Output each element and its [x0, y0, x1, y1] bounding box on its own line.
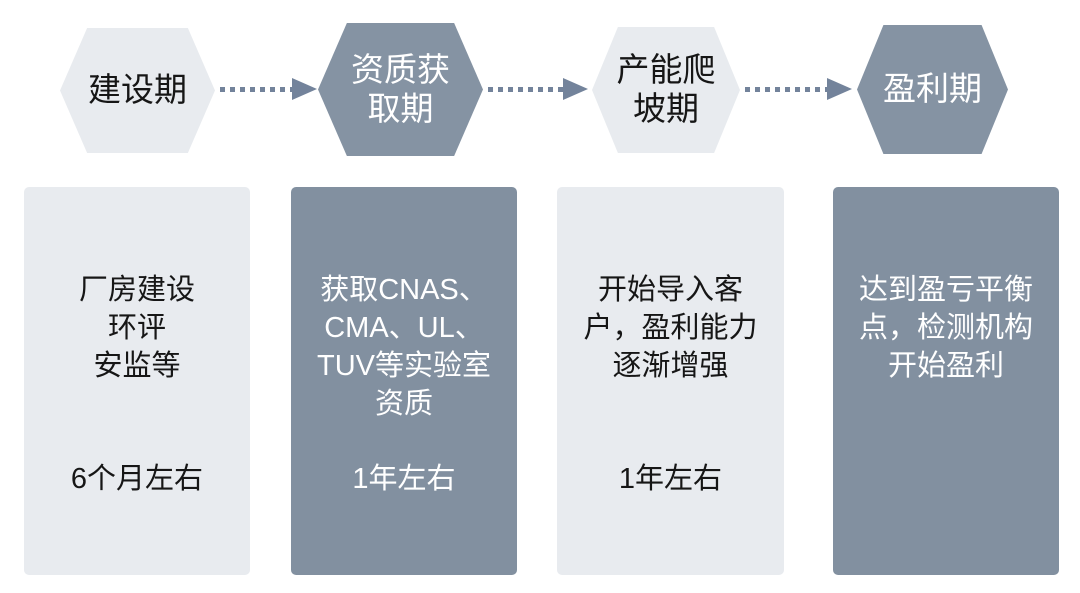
stage-label: 产能爬 坡期	[616, 51, 716, 127]
stage-hexagon-construction: 建设期	[60, 28, 215, 153]
stage-hexagon-profit: 盈利期	[857, 25, 1008, 154]
stage-description: 获取CNAS、 CMA、UL、 TUV等实验室 资质	[316, 274, 491, 420]
stage-duration: 1年左右	[352, 463, 456, 495]
stage-detail-box-construction: 厂房建设 环评 安监等 6个月左右	[24, 187, 250, 575]
stage-label: 盈利期	[883, 70, 982, 108]
stage-detail-box-ramp-up: 开始导入客 户，盈利能力 逐渐增强 1年左右	[557, 187, 784, 575]
dotted-line	[220, 86, 292, 92]
flow-connector-2	[488, 78, 588, 100]
stage-detail-box-qualification: 获取CNAS、 CMA、UL、 TUV等实验室 资质 1年左右	[291, 187, 517, 575]
stage-description: 开始导入客 户，盈利能力 逐渐增强	[583, 274, 758, 382]
arrow-right-icon	[292, 78, 317, 100]
flow-connector-3	[745, 78, 852, 100]
stage-description: 厂房建设 环评 安监等	[78, 274, 195, 382]
dotted-line	[488, 86, 563, 92]
dotted-line	[745, 86, 827, 92]
stage-detail-box-profit: 达到盈亏平衡 点，检测机构 开始盈利	[833, 187, 1059, 575]
stage-duration: 1年左右	[618, 463, 723, 495]
stage-description: 达到盈亏平衡 点，检测机构 开始盈利	[858, 274, 1033, 382]
stage-duration: 6个月左右	[70, 463, 204, 495]
stage-hexagon-ramp-up: 产能爬 坡期	[592, 27, 740, 153]
stage-label: 建设期	[88, 71, 187, 109]
arrow-right-icon	[563, 78, 588, 100]
stage-hexagon-qualification: 资质获 取期	[318, 23, 483, 156]
flow-connector-1	[220, 78, 317, 100]
arrow-right-icon	[827, 78, 852, 100]
stage-label: 资质获 取期	[351, 50, 450, 127]
